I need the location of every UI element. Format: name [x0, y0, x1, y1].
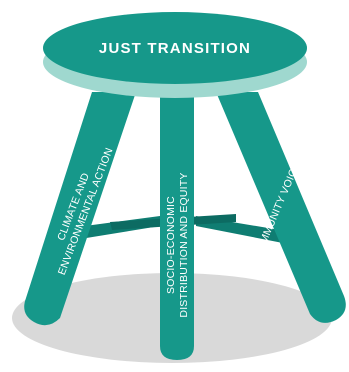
center-leg-label: SOCIO-ECONOMIC DISTRIBUTION AND EQUITY	[165, 172, 190, 317]
stool-seat: JUST TRANSITION	[43, 12, 307, 98]
seat-top	[43, 12, 307, 84]
stool-legs	[24, 92, 346, 360]
center-leg-label-line2: DISTRIBUTION AND EQUITY	[178, 172, 190, 317]
right-leg	[216, 92, 346, 323]
center-leg	[160, 92, 194, 360]
seat-label: JUST TRANSITION	[99, 40, 251, 57]
center-leg-label-line1: SOCIO-ECONOMIC	[165, 196, 177, 294]
left-leg	[24, 92, 137, 326]
